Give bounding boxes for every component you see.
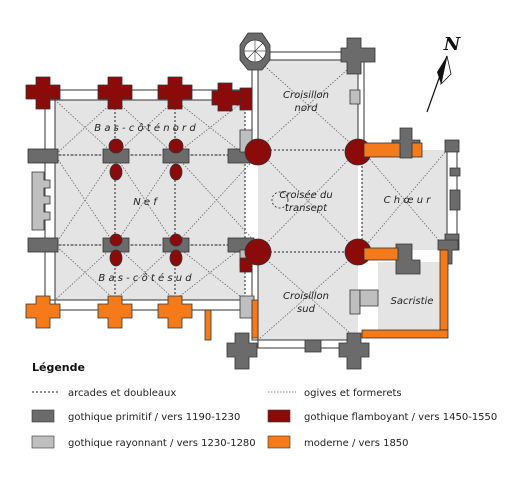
label-sacristy: Sacristie bbox=[391, 296, 434, 307]
label-north-aisle: B a s - c ô t é n o r d bbox=[94, 122, 196, 134]
legend-label-arcades: arcades et doubleaux bbox=[68, 388, 176, 399]
vault-ribs bbox=[54, 59, 448, 341]
legend-swatch-primitif bbox=[31, 409, 55, 423]
room-labels: B a s - c ô t é n o r d N e f B a s - c … bbox=[94, 90, 433, 315]
legend-label-flamboyant: gothique flamboyant / vers 1450-1550 bbox=[304, 412, 497, 423]
legend-swatch-moderne bbox=[267, 435, 291, 449]
label-nave: N e f bbox=[133, 197, 158, 208]
label-crossing-1: Croisée du bbox=[279, 189, 332, 201]
label-north-transept-1: Croisillon bbox=[283, 90, 329, 101]
label-crossing-2: transept bbox=[285, 203, 328, 214]
north-arrow-icon: N bbox=[426, 34, 462, 113]
legend-label-rayonnant: gothique rayonnant / vers 1230-1280 bbox=[68, 438, 256, 449]
legend-label-moderne: moderne / vers 1850 bbox=[304, 438, 409, 449]
label-south-transept-1: Croisillon bbox=[283, 291, 329, 302]
north-label: N bbox=[443, 34, 462, 55]
label-south-transept-2: sud bbox=[297, 304, 316, 315]
legend-label-ogives: ogives et formerets bbox=[304, 388, 402, 399]
piers-moderne bbox=[25, 142, 449, 341]
legend: Légende arcades et doubleaux ogives et f… bbox=[31, 361, 497, 449]
piers-flamboyant bbox=[25, 76, 372, 273]
label-north-transept-2: nord bbox=[295, 103, 319, 114]
legend-label-primitif: gothique primitif / vers 1190-1230 bbox=[68, 412, 240, 423]
floor-transept bbox=[258, 60, 358, 340]
label-south-aisle: B a s - c ô t é s u d bbox=[98, 272, 192, 284]
stair-tower-icon bbox=[239, 32, 271, 71]
legend-title: Légende bbox=[32, 361, 85, 374]
floor-west-block bbox=[55, 100, 245, 300]
label-choir: C h œ u r bbox=[384, 195, 432, 206]
legend-swatch-rayonnant bbox=[31, 435, 55, 449]
legend-swatch-flamboyant bbox=[267, 409, 291, 423]
